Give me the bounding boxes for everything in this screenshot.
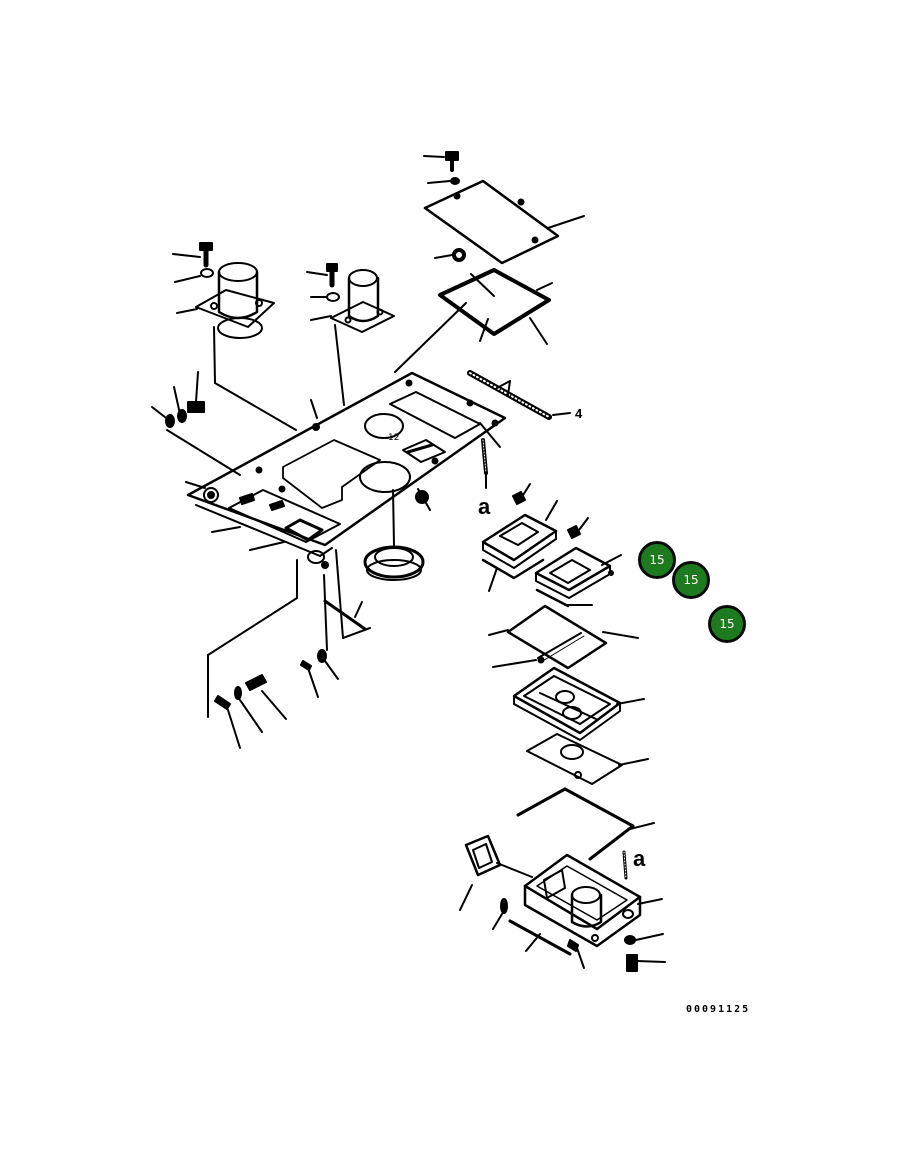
right-cylinder-assembly [306,263,395,406]
callout-marker-3[interactable]: 15 [708,605,746,643]
lower-housing [459,834,666,972]
connector-letter-a-lower: a [633,846,646,871]
lower-left-parts [214,599,367,749]
top-cover-assembly [394,151,585,373]
item-number-4: 4 [575,406,583,421]
threaded-rod [467,370,571,420]
main-base-plate: 12 [185,371,507,718]
svg-text:12: 12 [388,433,399,443]
valve-cover-stack [481,438,655,880]
drawing-reference-number: 00091125 [686,1004,751,1015]
bottom-ring [363,545,425,581]
connector-letter-a-upper: a [478,494,491,519]
callout-marker-1[interactable]: 15 [638,541,676,579]
left-cylinder-assembly [172,242,297,431]
leader-lines [310,399,501,448]
left-fasteners [151,371,241,476]
callout-marker-2[interactable]: 15 [672,561,710,599]
